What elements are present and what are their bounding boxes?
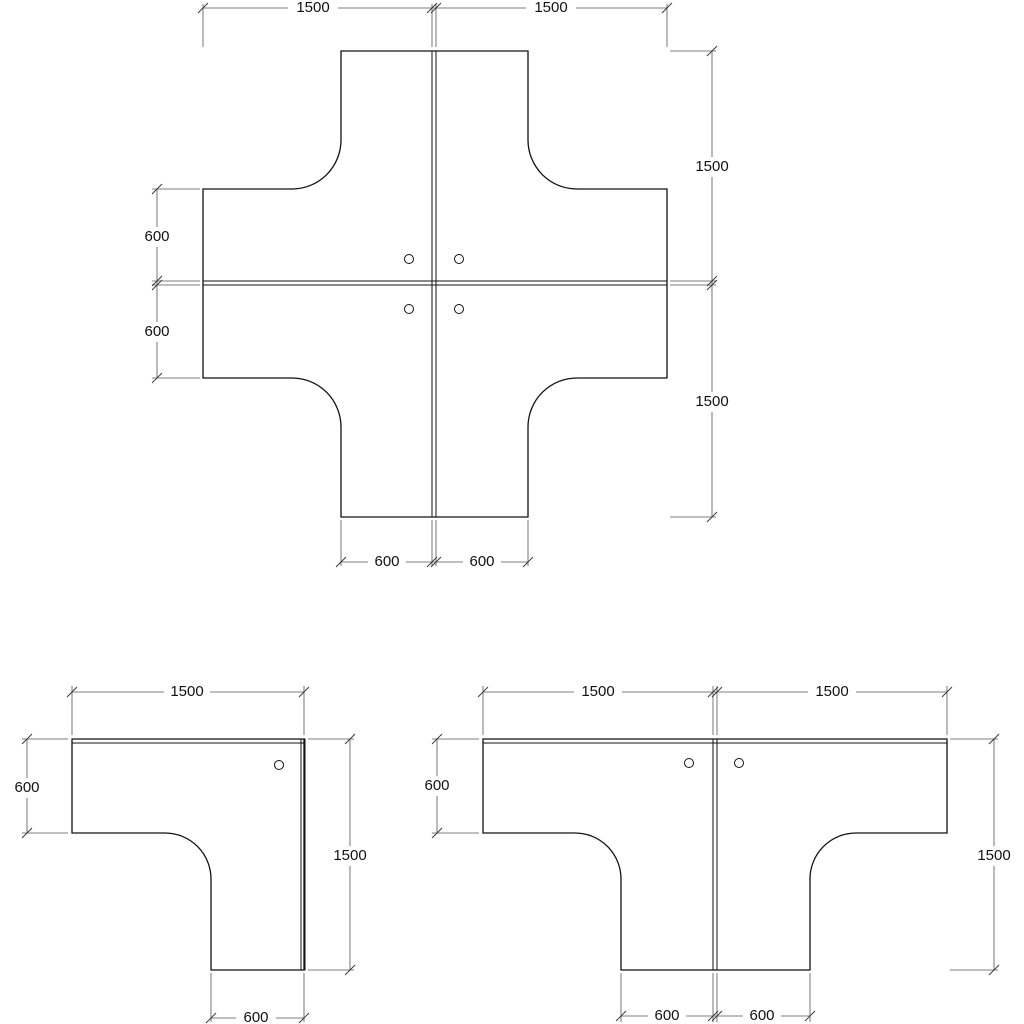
dim-label: 1500 <box>296 0 329 16</box>
t-workstation: 1500 1500 600 1500 600 600 <box>418 683 1016 1024</box>
dim-label: 600 <box>469 553 494 570</box>
cable-grommet-icon <box>454 304 464 314</box>
cable-grommet-icon <box>684 758 694 768</box>
dimension-top: 1500 1500 <box>477 683 953 735</box>
t-desk-outline <box>482 738 948 971</box>
dimension-bottom: 600 600 <box>335 520 534 571</box>
dimension-left: 600 600 <box>138 183 200 384</box>
dimension-left: 600 <box>418 733 479 839</box>
dim-label: 600 <box>749 1007 774 1024</box>
dim-label: 600 <box>14 779 39 796</box>
dimension-top: 1500 1500 <box>197 0 673 47</box>
dimension-right: 1500 <box>308 733 372 976</box>
dimension-left: 600 <box>8 733 68 839</box>
cable-grommet-icon <box>454 254 464 264</box>
dim-label: 1500 <box>534 0 567 16</box>
dim-label: 600 <box>654 1007 679 1024</box>
dim-label: 1500 <box>170 683 203 700</box>
cable-grommet-icon <box>404 304 414 314</box>
dim-label: 1500 <box>815 683 848 700</box>
dim-label: 600 <box>144 228 169 245</box>
dimension-bottom: 600 <box>205 973 310 1024</box>
l-partition-top <box>71 738 305 744</box>
cable-grommet-icon <box>274 760 284 770</box>
t-partition-center <box>712 738 718 971</box>
dim-label: 600 <box>243 1009 268 1024</box>
dim-label: 1500 <box>695 158 728 175</box>
cable-grommet-icon <box>734 758 744 768</box>
cable-grommet-icon <box>404 254 414 264</box>
dim-label: 600 <box>374 553 399 570</box>
cross-partition-horizontal <box>202 280 668 286</box>
l-workstation: 1500 600 1500 600 <box>8 683 372 1024</box>
dimension-top: 1500 <box>66 683 310 735</box>
dimension-bottom: 600 600 <box>615 973 816 1024</box>
dim-label: 1500 <box>977 847 1010 864</box>
dim-label: 1500 <box>333 847 366 864</box>
dim-label: 600 <box>144 323 169 340</box>
l-desk-outline <box>71 738 305 971</box>
dim-label: 600 <box>424 777 449 794</box>
dim-label: 1500 <box>695 393 728 410</box>
cross-desk-outline <box>202 50 668 518</box>
l-partition-right <box>300 738 306 971</box>
dimension-right: 1500 1500 <box>670 45 734 523</box>
dimension-right: 1500 <box>950 733 1016 976</box>
cross-partition-vertical <box>431 50 437 518</box>
cross-workstation: 1500 1500 1500 1500 600 600 600 600 <box>138 0 734 571</box>
dim-label: 1500 <box>581 683 614 700</box>
